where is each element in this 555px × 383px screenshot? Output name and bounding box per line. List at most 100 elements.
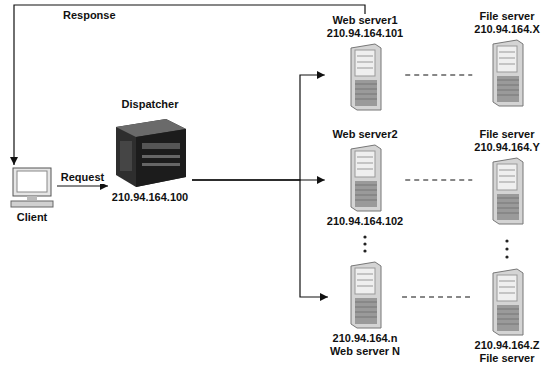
server-node: File server210.94.164.Y bbox=[472, 128, 541, 228]
server-part bbox=[357, 62, 373, 63]
node-label: Web server N bbox=[330, 345, 400, 358]
server-part bbox=[493, 158, 523, 224]
server-part bbox=[355, 298, 377, 324]
server-icon bbox=[487, 156, 527, 226]
node-label: 210.94.164.Z bbox=[475, 339, 540, 352]
dispatcher-part bbox=[136, 129, 186, 187]
server-part bbox=[355, 94, 377, 95]
server-icon bbox=[345, 143, 385, 213]
node-label: 210.94.164.102 bbox=[327, 215, 403, 228]
server-icon bbox=[487, 38, 527, 108]
edge-label: Request bbox=[60, 171, 105, 184]
server-part bbox=[499, 281, 515, 282]
server-part bbox=[351, 44, 381, 110]
server-part bbox=[355, 99, 377, 100]
server-part bbox=[497, 80, 519, 81]
server-part bbox=[497, 319, 519, 320]
server-part bbox=[497, 95, 519, 96]
server-icon bbox=[345, 260, 385, 330]
dispatcher-icon bbox=[110, 113, 190, 189]
node-label: File server bbox=[475, 352, 540, 365]
monitor-part bbox=[17, 171, 47, 192]
server-part bbox=[497, 46, 517, 72]
server-part bbox=[355, 84, 377, 85]
server-part bbox=[355, 190, 377, 191]
server-part bbox=[355, 151, 375, 177]
server-part bbox=[355, 317, 377, 318]
dispatcher-part bbox=[116, 119, 186, 187]
monitor-node: Client bbox=[7, 165, 57, 224]
dashed-link bbox=[405, 179, 472, 180]
server-part bbox=[357, 169, 373, 170]
server-part bbox=[351, 262, 381, 328]
server-node: File server210.94.164.X bbox=[472, 10, 541, 110]
server-part bbox=[357, 163, 373, 164]
node-label: Client bbox=[9, 211, 55, 224]
server-part bbox=[497, 275, 517, 301]
server-part bbox=[357, 68, 373, 69]
server-part bbox=[499, 182, 515, 183]
server-part bbox=[497, 305, 519, 331]
server-node: 210.94.164.nWeb server N bbox=[328, 258, 402, 358]
server-part bbox=[499, 52, 515, 53]
arrow-connector bbox=[192, 180, 328, 297]
server-part bbox=[499, 293, 515, 294]
server-part bbox=[497, 203, 519, 204]
server-node: Web server1210.94.164.101 bbox=[325, 14, 405, 114]
dot bbox=[363, 249, 366, 252]
dashed-link bbox=[405, 74, 472, 75]
monitor-part bbox=[13, 168, 51, 196]
dispatcher-part bbox=[142, 163, 180, 166]
server-part bbox=[499, 58, 515, 59]
dispatcher-node: Dispatcher 210.94.164.100 bbox=[108, 98, 192, 204]
dot bbox=[505, 255, 508, 258]
node-label: Web server1 bbox=[327, 14, 403, 27]
server-icon bbox=[487, 267, 527, 337]
server-part bbox=[355, 312, 377, 313]
server-part bbox=[355, 200, 377, 201]
monitor-part bbox=[11, 201, 53, 207]
server-part bbox=[497, 85, 519, 86]
server-part bbox=[499, 64, 515, 65]
server-part bbox=[499, 170, 515, 171]
node-label: 210.94.164.n bbox=[330, 332, 400, 345]
node-label: 210.94.164.101 bbox=[327, 27, 403, 40]
dispatcher-part bbox=[142, 143, 180, 149]
server-node: 210.94.164.ZFile server bbox=[473, 265, 542, 365]
server-part bbox=[355, 89, 377, 90]
dispatcher-part bbox=[142, 155, 180, 158]
edge-label: Response bbox=[62, 9, 117, 22]
dot bbox=[505, 247, 508, 250]
arrow-connector bbox=[57, 185, 108, 186]
dispatcher-part bbox=[120, 141, 132, 171]
server-part bbox=[355, 307, 377, 308]
server-node: Web server2210.94.164.102 bbox=[325, 128, 405, 228]
node-label: File server bbox=[474, 10, 539, 23]
server-part bbox=[497, 324, 519, 325]
server-part bbox=[355, 80, 377, 106]
server-part bbox=[493, 269, 523, 335]
monitor-icon bbox=[9, 167, 55, 209]
arrow-connector bbox=[14, 5, 365, 165]
server-part bbox=[499, 176, 515, 177]
server-part bbox=[355, 195, 377, 196]
dot bbox=[505, 239, 508, 242]
node-label: File server bbox=[474, 128, 539, 141]
server-part bbox=[497, 213, 519, 214]
node-label: 210.94.164.X bbox=[474, 23, 539, 36]
server-part bbox=[355, 50, 375, 76]
server-part bbox=[357, 157, 373, 158]
server-part bbox=[497, 76, 519, 102]
server-part bbox=[497, 164, 517, 190]
node-label: 210.94.164.100 bbox=[110, 191, 190, 204]
monitor-part bbox=[27, 196, 37, 200]
server-part bbox=[355, 185, 377, 186]
server-part bbox=[355, 268, 375, 294]
server-part bbox=[497, 314, 519, 315]
server-part bbox=[357, 56, 373, 57]
node-label: Dispatcher bbox=[110, 98, 190, 111]
server-part bbox=[497, 208, 519, 209]
